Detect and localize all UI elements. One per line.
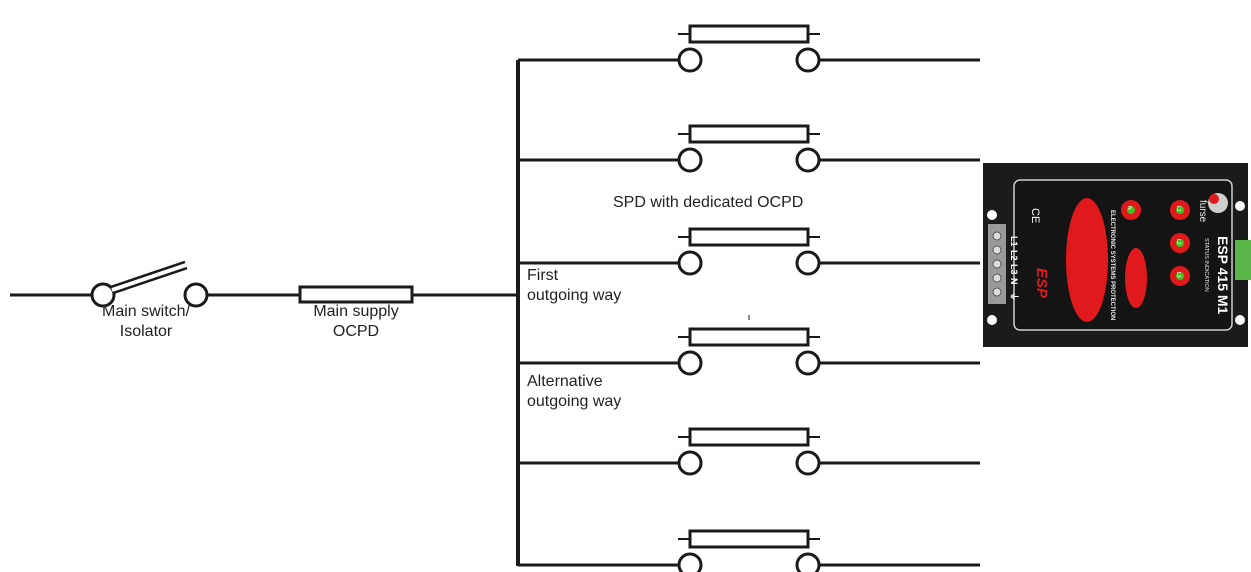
branch-fuse <box>688 529 810 549</box>
mount-hole-tl <box>987 210 997 220</box>
contact-left <box>677 250 703 276</box>
main-supply-fuse <box>298 285 414 304</box>
main-supply-label: Main supply OCPD <box>313 303 399 340</box>
terminal-label: ⏚ <box>1009 292 1019 301</box>
contact-right <box>795 350 821 376</box>
contact-left <box>677 47 703 73</box>
branch-circuit <box>518 529 980 572</box>
branch-circuit <box>518 24 980 73</box>
terminal-label: L3 <box>1009 264 1019 275</box>
outgoing-branches <box>518 24 980 572</box>
mount-hole-bl <box>987 315 997 325</box>
terminal-label: N <box>1009 278 1019 285</box>
red-info-oval <box>1066 198 1108 322</box>
first-outgoing-way-label: First outgoing way <box>527 267 622 304</box>
led-label: L3 <box>1175 272 1181 278</box>
protection-label: ELECTRONIC SYSTEMS PROTECTION <box>1109 210 1115 320</box>
green-connector <box>1235 240 1251 280</box>
red-status-oval <box>1125 248 1147 308</box>
branch-fuse <box>688 227 810 247</box>
contact-right <box>795 147 821 173</box>
branch-circuit <box>518 427 980 476</box>
branch-circuit <box>518 227 980 276</box>
branch-fuse <box>688 327 810 347</box>
terminal-label: L1 <box>1009 236 1019 247</box>
terminal-label: L2 <box>1009 250 1019 261</box>
led-label: N <box>1126 206 1132 210</box>
contact-left <box>677 552 703 572</box>
brand-label: furse <box>1197 200 1208 223</box>
branch-fuse <box>688 124 810 144</box>
contact-right <box>795 47 821 73</box>
contact-right <box>795 552 821 572</box>
contact-left <box>677 350 703 376</box>
branch-fuse <box>688 24 810 44</box>
branch-circuit <box>518 327 980 376</box>
terminal-screws <box>992 231 1002 297</box>
contact-left <box>677 147 703 173</box>
status-indication-label: STATUS INDICATION <box>1203 238 1209 292</box>
branch-fuse <box>688 427 810 447</box>
branch-circuit <box>518 124 980 173</box>
mount-hole-tr <box>1235 201 1245 211</box>
contact-left <box>677 450 703 476</box>
contact-right <box>795 450 821 476</box>
led-label: L1 <box>1175 206 1181 212</box>
model-label: ESP 415 M1 <box>1215 236 1231 315</box>
led-label: L2 <box>1175 239 1181 245</box>
contact-right <box>795 250 821 276</box>
mount-hole-br <box>1235 315 1245 325</box>
spd-device: furse ESP 415 M1 STATUS INDICATION ELECT… <box>983 163 1251 347</box>
main-switch-symbol <box>90 260 209 308</box>
alternative-outgoing-way-label: Alternative outgoing way <box>527 373 622 410</box>
main-switch-label: Main switch/ Isolator <box>101 303 191 340</box>
status-leds <box>1121 200 1190 286</box>
spd-label: SPD with dedicated OCPD <box>613 194 804 211</box>
ce-mark: CE <box>1029 208 1041 223</box>
esp-logo: ESP <box>1033 268 1050 299</box>
